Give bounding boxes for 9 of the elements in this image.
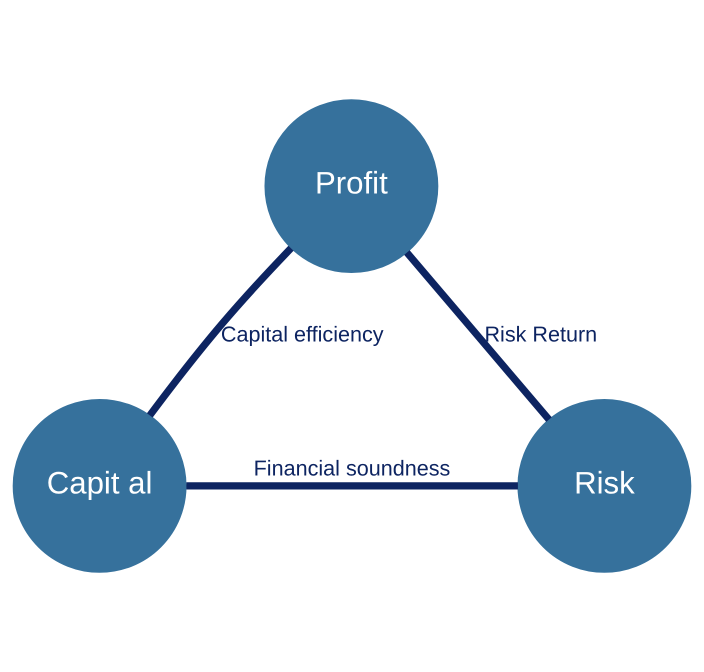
edge-label: Capital efficiency [220, 321, 384, 346]
connector [186, 482, 518, 490]
node-circle: Profit [264, 99, 438, 274]
node-circle: Capit al [12, 398, 187, 573]
edge-label: Risk Return [484, 321, 598, 346]
connector [146, 246, 294, 418]
node-circle: Risk [517, 398, 692, 573]
edge-label: Financial soundness [254, 456, 450, 481]
connector [404, 250, 552, 422]
